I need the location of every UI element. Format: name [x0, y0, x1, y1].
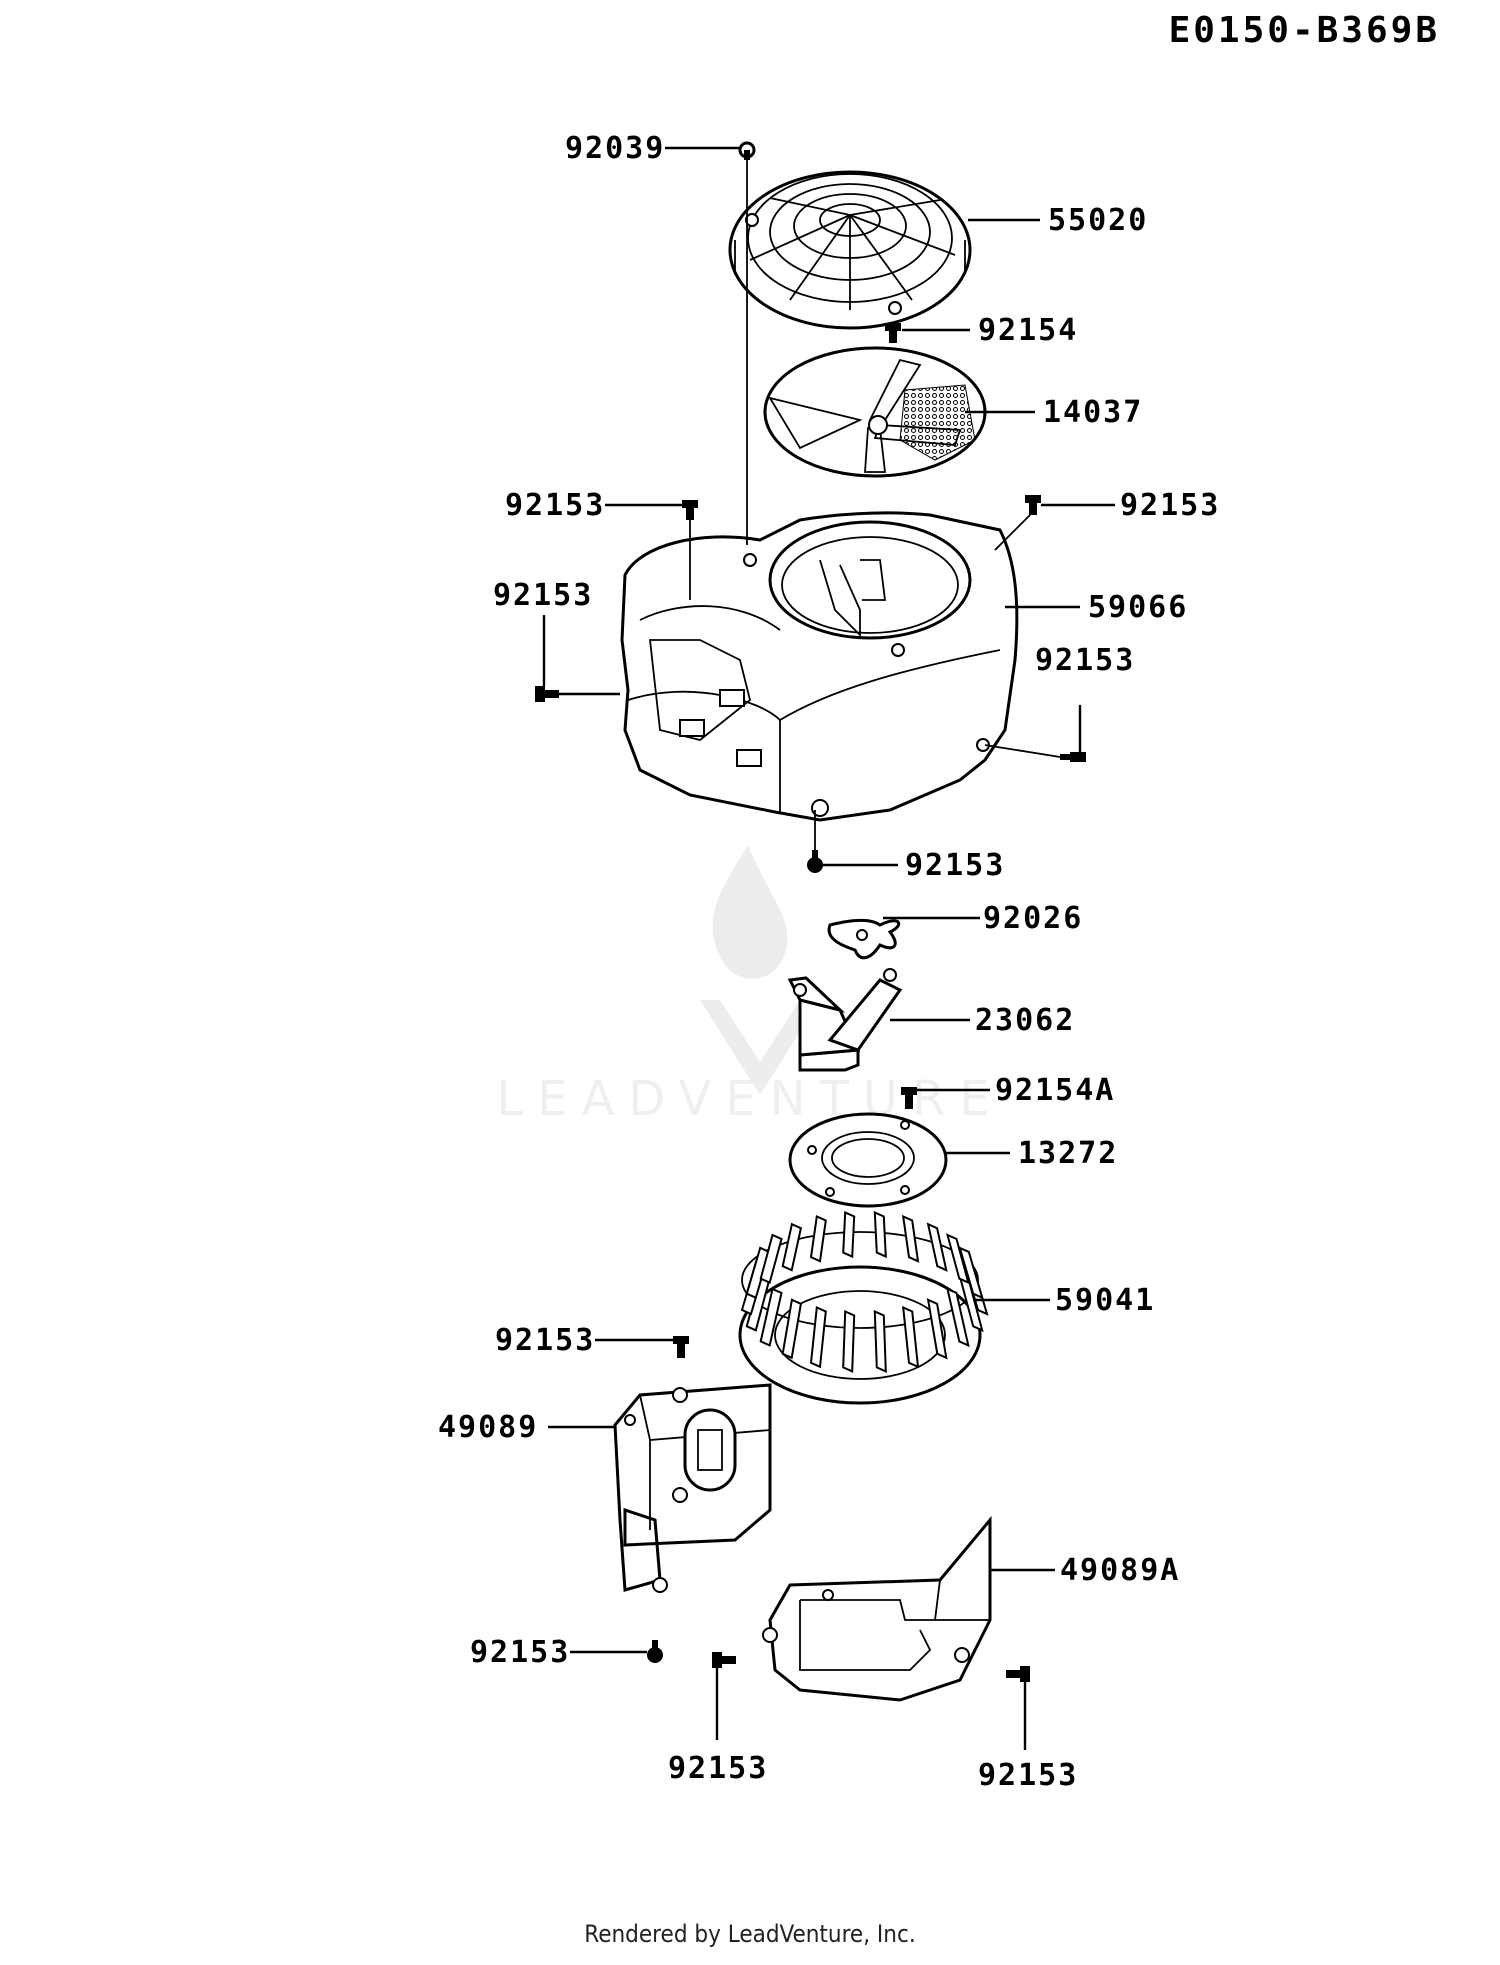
part-92026-plate[interactable] [827, 919, 901, 960]
bolt-92153-cover-bottom[interactable] [647, 1640, 663, 1663]
part-13272-plate[interactable] [788, 1112, 948, 1208]
fan-blade [958, 1246, 984, 1300]
part-55020-grille[interactable] [728, 170, 972, 330]
diagram-code: E0150-B369B [1169, 10, 1440, 51]
part-49089-cover[interactable] [613, 1383, 772, 1593]
watermark-text: LEADVENTURE [496, 1071, 1003, 1127]
part-labels: 92039 55020 92154 14037 92153 92153 9215… [438, 131, 1220, 1793]
fan-blade [926, 1222, 948, 1272]
bolt-92153-right-top[interactable] [1025, 495, 1041, 515]
label-23062[interactable]: 23062 [975, 1003, 1075, 1038]
label-92153-right-side[interactable]: 92153 [1035, 643, 1135, 678]
label-92154[interactable]: 92154 [978, 313, 1078, 348]
bolt-92153-lower-left[interactable] [712, 1652, 736, 1668]
watermark-logo [700, 845, 820, 1095]
bolt-92153-lower-right[interactable] [1006, 1666, 1030, 1682]
fan-blade [902, 1305, 920, 1369]
label-13272[interactable]: 13272 [1018, 1136, 1118, 1171]
footer-credit: Rendered by LeadVenture, Inc. [584, 1920, 916, 1948]
fan-blade [809, 1215, 827, 1263]
fan-blade [873, 1309, 887, 1373]
bolt-92153-cover-top[interactable] [673, 1336, 689, 1358]
label-92153-cover-bottom[interactable]: 92153 [470, 1635, 570, 1670]
label-92153-lower-right[interactable]: 92153 [978, 1758, 1078, 1793]
label-92153-lower-left[interactable]: 92153 [668, 1751, 768, 1786]
label-92153-left-top[interactable]: 92153 [505, 488, 605, 523]
label-49089[interactable]: 49089 [438, 1410, 538, 1445]
fan-blade [873, 1210, 887, 1259]
fan-blade [759, 1233, 783, 1284]
label-14037[interactable]: 14037 [1043, 395, 1143, 430]
part-59041-fan[interactable] [738, 1210, 989, 1405]
fan-blade [901, 1214, 920, 1263]
label-49089A[interactable]: 49089A [1060, 1553, 1180, 1588]
fan-blades [740, 1210, 989, 1373]
bolt-92039[interactable] [738, 141, 756, 160]
fan-blade [842, 1210, 856, 1259]
label-55020[interactable]: 55020 [1048, 203, 1148, 238]
fan-blade [759, 1287, 783, 1347]
fan-blade [842, 1309, 856, 1373]
label-59066[interactable]: 59066 [1088, 590, 1188, 625]
leader-lines [542, 146, 1115, 1750]
bolt-92153-left-side[interactable] [535, 686, 559, 702]
bolt-92153-right-side[interactable] [1060, 752, 1086, 762]
part-59066-fan-housing[interactable] [620, 511, 1019, 822]
part-14037-screen[interactable] [763, 346, 987, 478]
label-92153-right-top[interactable]: 92153 [1120, 488, 1220, 523]
label-92154A[interactable]: 92154A [995, 1073, 1115, 1108]
bolt-92154A[interactable] [901, 1087, 917, 1109]
label-92039[interactable]: 92039 [565, 131, 665, 166]
fan-blade [946, 1287, 970, 1348]
bolt-92153-left-top[interactable] [682, 500, 698, 520]
bolt-92153-bottom[interactable] [807, 850, 823, 873]
label-59041[interactable]: 59041 [1055, 1283, 1155, 1318]
fan-blade [781, 1222, 803, 1272]
label-92153-cover-top[interactable]: 92153 [495, 1323, 595, 1358]
fan-blade [809, 1306, 827, 1369]
bolt-92154[interactable] [885, 323, 901, 343]
label-92153-bottom[interactable]: 92153 [905, 848, 1005, 883]
label-92026[interactable]: 92026 [983, 901, 1083, 936]
fan-blade [926, 1298, 948, 1360]
fan-blade [945, 1233, 970, 1285]
label-92153-left-side[interactable]: 92153 [493, 578, 593, 613]
fan-blade [781, 1298, 803, 1360]
part-49089A-cover[interactable] [762, 1515, 992, 1702]
part-23062-guide[interactable] [787, 968, 903, 1072]
screen-mesh [899, 384, 976, 461]
